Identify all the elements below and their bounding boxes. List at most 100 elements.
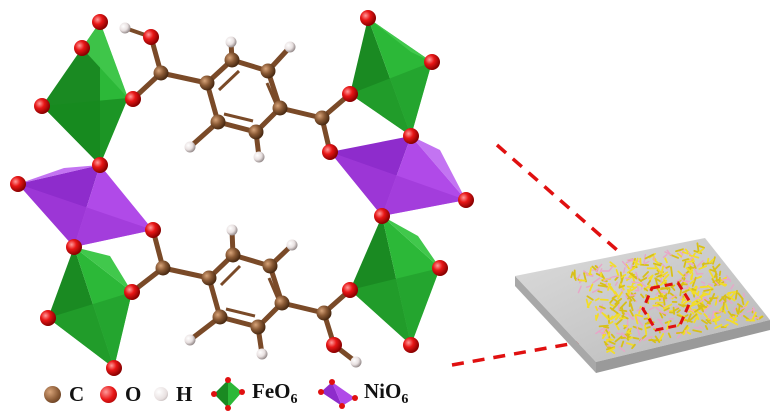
nanosheet-flake (643, 287, 649, 292)
oxygen-atoms (10, 10, 474, 376)
fe-octahedron-top-left (42, 22, 128, 165)
nanosheet-flake (609, 303, 616, 308)
nanosheet-flake (664, 251, 672, 256)
nanosheet-flake (586, 274, 594, 277)
nanosheet-flake (585, 285, 592, 288)
nanosheet-flake (667, 288, 671, 295)
nanosheet-flake (661, 292, 665, 299)
nanosheet-flake (741, 298, 745, 306)
nanosheet-flake (627, 288, 630, 296)
nanosheet-flake (693, 326, 700, 329)
nanosheet-flake (609, 320, 614, 325)
nanosheet-flake (737, 303, 743, 308)
nanosheet-flake (634, 314, 639, 325)
nanosheet-flake (697, 304, 708, 309)
nanosheet-flake (688, 254, 700, 259)
nanosheet-flake (614, 322, 620, 331)
fe-octahedron-top-right (350, 18, 432, 136)
legend-ni-octahedron: NiO6 (318, 378, 408, 410)
nanosheet-flake (660, 265, 664, 275)
nanosheet-flake (729, 316, 738, 322)
nanosheet-flake (618, 346, 626, 352)
nanosheet-flake (699, 293, 707, 298)
nanosheet-flake (611, 302, 620, 311)
nanosheet-flake (597, 290, 603, 294)
nanosheet-flake (586, 295, 594, 301)
feo6-octahedron-icon (211, 377, 245, 411)
nanosheet-flake (726, 275, 732, 283)
nanosheet-flake (693, 249, 703, 255)
nanosheet-flake (672, 306, 675, 315)
nanosheet-flake (703, 288, 714, 292)
ni-octahedron-right (330, 136, 466, 216)
nanosheet-flake (714, 323, 723, 330)
nanosheet-flake (628, 300, 631, 308)
legend-feo6-label: FeO6 (252, 379, 298, 408)
nanosheet-flake (676, 314, 683, 318)
nanosheet-flake (676, 333, 682, 339)
nanosheet-flake (689, 255, 694, 261)
nanosheet-flake (635, 313, 644, 318)
nanosheet-flake (724, 323, 729, 328)
oxygen-ball-icon (100, 385, 117, 403)
nanosheet-flake (607, 331, 611, 337)
nanosheet-flake (608, 340, 616, 345)
nanosheet-flake (659, 279, 668, 286)
nanosheet-flake (739, 312, 744, 318)
nanosheet-flake (614, 335, 623, 343)
nanosheet-flake (619, 301, 627, 310)
nanosheet-flake (698, 245, 705, 249)
nanosheet-flake (727, 310, 733, 317)
nanosheet-flake (611, 275, 619, 278)
nanosheet-flake (663, 328, 670, 333)
nanosheet-flake (718, 305, 724, 313)
nanosheet-flake (676, 278, 683, 282)
ni-octahedron-left (18, 165, 153, 247)
nanosheet-flake (620, 273, 627, 279)
hydrogen-atoms (119, 22, 362, 368)
nanosheet-flake (636, 306, 646, 312)
nanosheet-flake (577, 285, 582, 294)
nanosheet-flake (740, 306, 748, 310)
nanosheet-flake (607, 283, 612, 291)
nanosheet-flake (703, 313, 710, 321)
nanosheet-flake (670, 266, 674, 277)
nanosheet-flake (618, 284, 626, 289)
nanosheet-flake (697, 248, 705, 254)
nanosheet-flake (602, 325, 610, 329)
nanosheet-flake (603, 276, 613, 282)
nanosheet-flake (614, 281, 618, 286)
nanosheet-flake (631, 343, 636, 350)
nanosheet-flake (714, 281, 720, 286)
nanosheet-flake (632, 336, 640, 340)
nanosheet-flake (718, 270, 722, 277)
nanosheet-flake (643, 253, 647, 264)
nanosheet-flake (666, 320, 670, 331)
nanosheet-flake (631, 281, 641, 284)
nanosheet-flake (709, 268, 717, 273)
nanosheet-flake (699, 285, 709, 289)
nanosheet-flake (605, 337, 612, 343)
nanosheet-flake (692, 252, 696, 257)
legend-carbon-label: C (69, 381, 85, 406)
nanosheet-flake (675, 248, 684, 253)
nanosheet-flake (643, 336, 653, 341)
nanosheet-flake (663, 307, 670, 312)
nanosheet-flake (636, 285, 640, 291)
nanosheet-flake (638, 338, 643, 343)
nanosheet-flake (599, 298, 609, 301)
nanosheet-flake (644, 253, 655, 260)
nanosheet-flake (603, 340, 612, 349)
nanosheet-flake (698, 265, 707, 270)
nanosheet-flake (688, 287, 695, 295)
nanosheet-array (570, 242, 764, 355)
nanosheet-flake (719, 282, 728, 286)
nanosheet-flake (721, 296, 727, 303)
nanosheet-flake (698, 325, 704, 330)
carbon-ball-icon (44, 385, 61, 403)
nanosheet-flake (594, 297, 600, 302)
nanosheet-flake (592, 277, 601, 284)
nanosheet-flake (682, 251, 689, 255)
legend-oxygen-label: O (125, 381, 142, 406)
nanosheet-flake (724, 303, 729, 311)
